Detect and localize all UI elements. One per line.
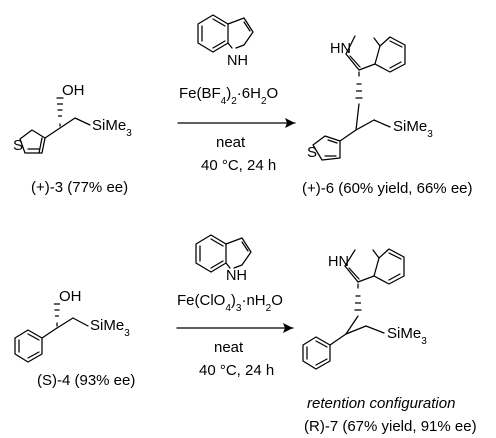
reactant-3-hydroxy: OH xyxy=(62,82,85,99)
reactant-3-label: (+)-3 (77% ee) xyxy=(31,179,128,196)
product-7-structure xyxy=(302,248,405,370)
reaction-top: S OH SiMe3 (+)-3 (77% ee) NH Fe(BF4)2·6H… xyxy=(13,14,473,197)
product-6-structure xyxy=(312,35,406,161)
reactant-3-silyl: SiMe3 xyxy=(92,117,132,139)
condition-top-solvent: neat xyxy=(216,134,246,151)
arrowhead-top xyxy=(285,118,295,128)
product-6-sulfur: S xyxy=(307,144,317,161)
reactant-4-structure xyxy=(14,303,89,363)
condition-bottom-solvent: neat xyxy=(214,339,244,356)
indole-reagent-bottom xyxy=(195,234,252,273)
arrowhead-bottom xyxy=(283,323,293,333)
indole-reagent-top xyxy=(197,14,254,53)
indole-bottom-nh: NH xyxy=(226,268,247,284)
reactant-4-label: (S)-4 (93% ee) xyxy=(37,372,135,389)
reaction-bottom: OH SiMe3 (S)-4 (93% ee) NH Fe(ClO4)3·nH2… xyxy=(14,234,477,435)
reactant-3-structure xyxy=(19,97,91,154)
reactant-3-sulfur: S xyxy=(13,137,23,154)
product-6-nh: HN xyxy=(330,41,351,57)
product-7-nh: HN xyxy=(328,254,349,270)
product-7-silyl: SiMe3 xyxy=(387,325,427,347)
indole-top-nh: NH xyxy=(227,53,248,69)
product-7-note: retention configuration xyxy=(307,395,455,412)
product-6-silyl: SiMe3 xyxy=(393,118,433,140)
condition-top-temp-time: 40 °C, 24 h xyxy=(201,157,276,174)
reactant-4-hydroxy: OH xyxy=(59,288,82,305)
reagent-bottom-formula: Fe(ClO4)3·nH2O xyxy=(177,292,283,314)
product-6-label: (+)-6 (60% yield, 66% ee) xyxy=(302,180,473,197)
condition-bottom-temp-time: 40 °C, 24 h xyxy=(199,362,274,379)
reactant-4-silyl: SiMe3 xyxy=(90,317,130,339)
stereo-hash-bond xyxy=(56,97,64,127)
reagent-top-formula: Fe(BF4)2·6H2O xyxy=(179,85,278,107)
product-7-label: (R)-7 (67% yield, 91% ee) xyxy=(304,418,477,435)
